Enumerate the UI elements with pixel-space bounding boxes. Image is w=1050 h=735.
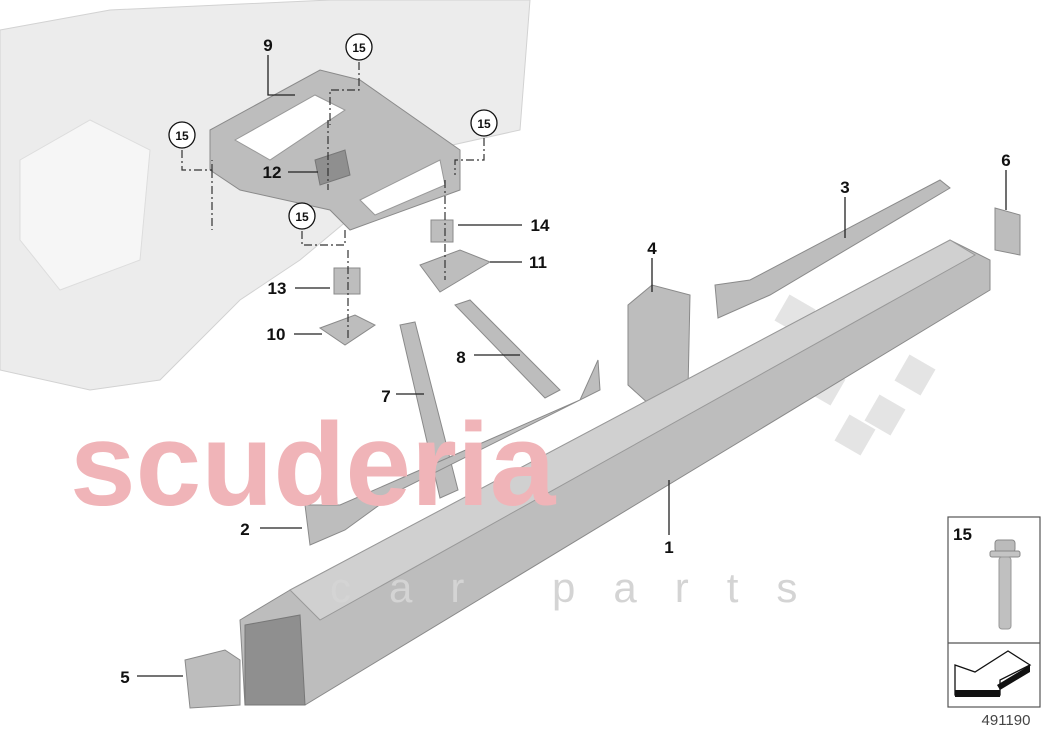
callout-12: 12 xyxy=(263,163,282,182)
callout-1: 1 xyxy=(664,538,673,557)
part-3 xyxy=(714,179,951,319)
callout-7: 7 xyxy=(381,387,390,406)
part-2 xyxy=(304,359,601,546)
callout-9: 9 xyxy=(263,36,272,55)
callout-10: 10 xyxy=(267,325,286,344)
watermark: scuderia car parts xyxy=(70,399,835,611)
watermark-line1: scuderia xyxy=(70,399,557,531)
leader-lines xyxy=(137,55,1007,677)
callout-8: 8 xyxy=(456,348,465,367)
callout-14: 14 xyxy=(531,216,550,235)
circled-callouts-15: 15 15 15 15 xyxy=(168,33,498,230)
part-13 xyxy=(333,267,361,295)
part-8 xyxy=(454,299,561,399)
part-14 xyxy=(430,219,454,243)
part-11 xyxy=(419,249,492,293)
part-5 xyxy=(184,649,241,709)
callout-labels: 1 2 3 4 5 6 7 8 9 10 11 12 14 13 xyxy=(120,36,1010,687)
callout-5: 5 xyxy=(120,668,129,687)
bolt-axis-lines xyxy=(181,62,485,340)
inset-label: 15 xyxy=(953,525,972,544)
bolt-icon xyxy=(989,539,1021,630)
inset-box: 15 xyxy=(947,516,1041,708)
watermark-line2: car parts xyxy=(330,564,835,611)
svg-text:15: 15 xyxy=(175,129,189,143)
callout-4: 4 xyxy=(647,239,657,258)
callout-6: 6 xyxy=(1001,151,1010,170)
arrow-down-left-icon xyxy=(954,650,1032,697)
part-7 xyxy=(399,321,459,499)
svg-text:15: 15 xyxy=(477,117,491,131)
svg-text:15: 15 xyxy=(295,210,309,224)
callout-11: 11 xyxy=(529,253,547,272)
callout-13: 13 xyxy=(268,279,287,298)
part-9-frame xyxy=(209,69,461,231)
diagram-reference-number: 491190 xyxy=(982,712,1031,729)
svg-text:15: 15 xyxy=(352,41,366,55)
part-6 xyxy=(994,207,1021,256)
callout-2: 2 xyxy=(240,520,249,539)
callout-3: 3 xyxy=(840,178,849,197)
part-1-side-sill xyxy=(239,239,991,706)
